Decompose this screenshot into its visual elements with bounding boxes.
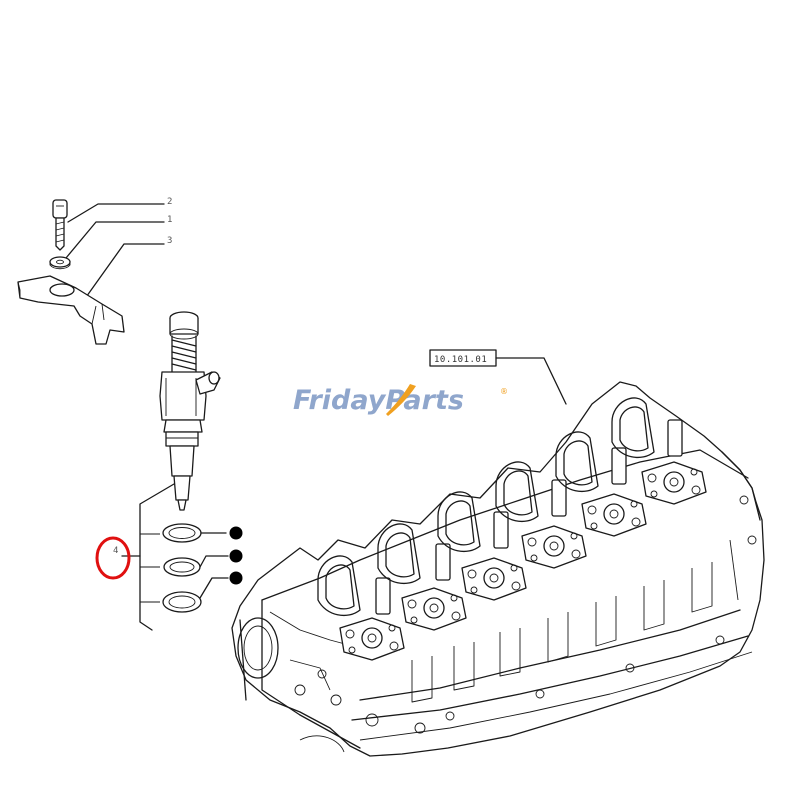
reference-tag: 10.101.01 (429, 349, 567, 405)
callout-1: 1 (167, 215, 172, 225)
svg-text:FridayParts: FridayParts (293, 385, 464, 416)
o-ring-set (162, 523, 243, 613)
watermark-registered-mark: ® (500, 387, 508, 396)
fuel-injector-icon (159, 311, 221, 511)
watermark-part2: Parts (385, 385, 464, 416)
washer-icon (49, 256, 71, 270)
filled-dot-icon (229, 549, 243, 563)
filled-dot-icon (229, 571, 243, 585)
injector-clamp-icon (17, 275, 125, 345)
callout-4: 4 (113, 546, 118, 556)
highlight-circle (95, 536, 131, 580)
callout-2: 2 (167, 197, 172, 207)
reference-label: 10.101.01 (434, 355, 487, 365)
group-bracket (121, 483, 175, 631)
watermark-logo: FridayParts ® (293, 384, 508, 416)
bolt-icon (52, 199, 68, 251)
watermark-part1: Friday (293, 385, 387, 416)
watermark-swoosh-icon (386, 384, 416, 416)
side-wall-details (289, 539, 739, 753)
filled-dot-icon (229, 526, 243, 540)
cylinder-ports (317, 397, 683, 617)
cylinder-head-drawing (231, 381, 765, 757)
injector-bosses (339, 461, 707, 661)
callout-leaders: 2 1 3 (65, 197, 172, 301)
callout-3: 3 (167, 236, 172, 246)
